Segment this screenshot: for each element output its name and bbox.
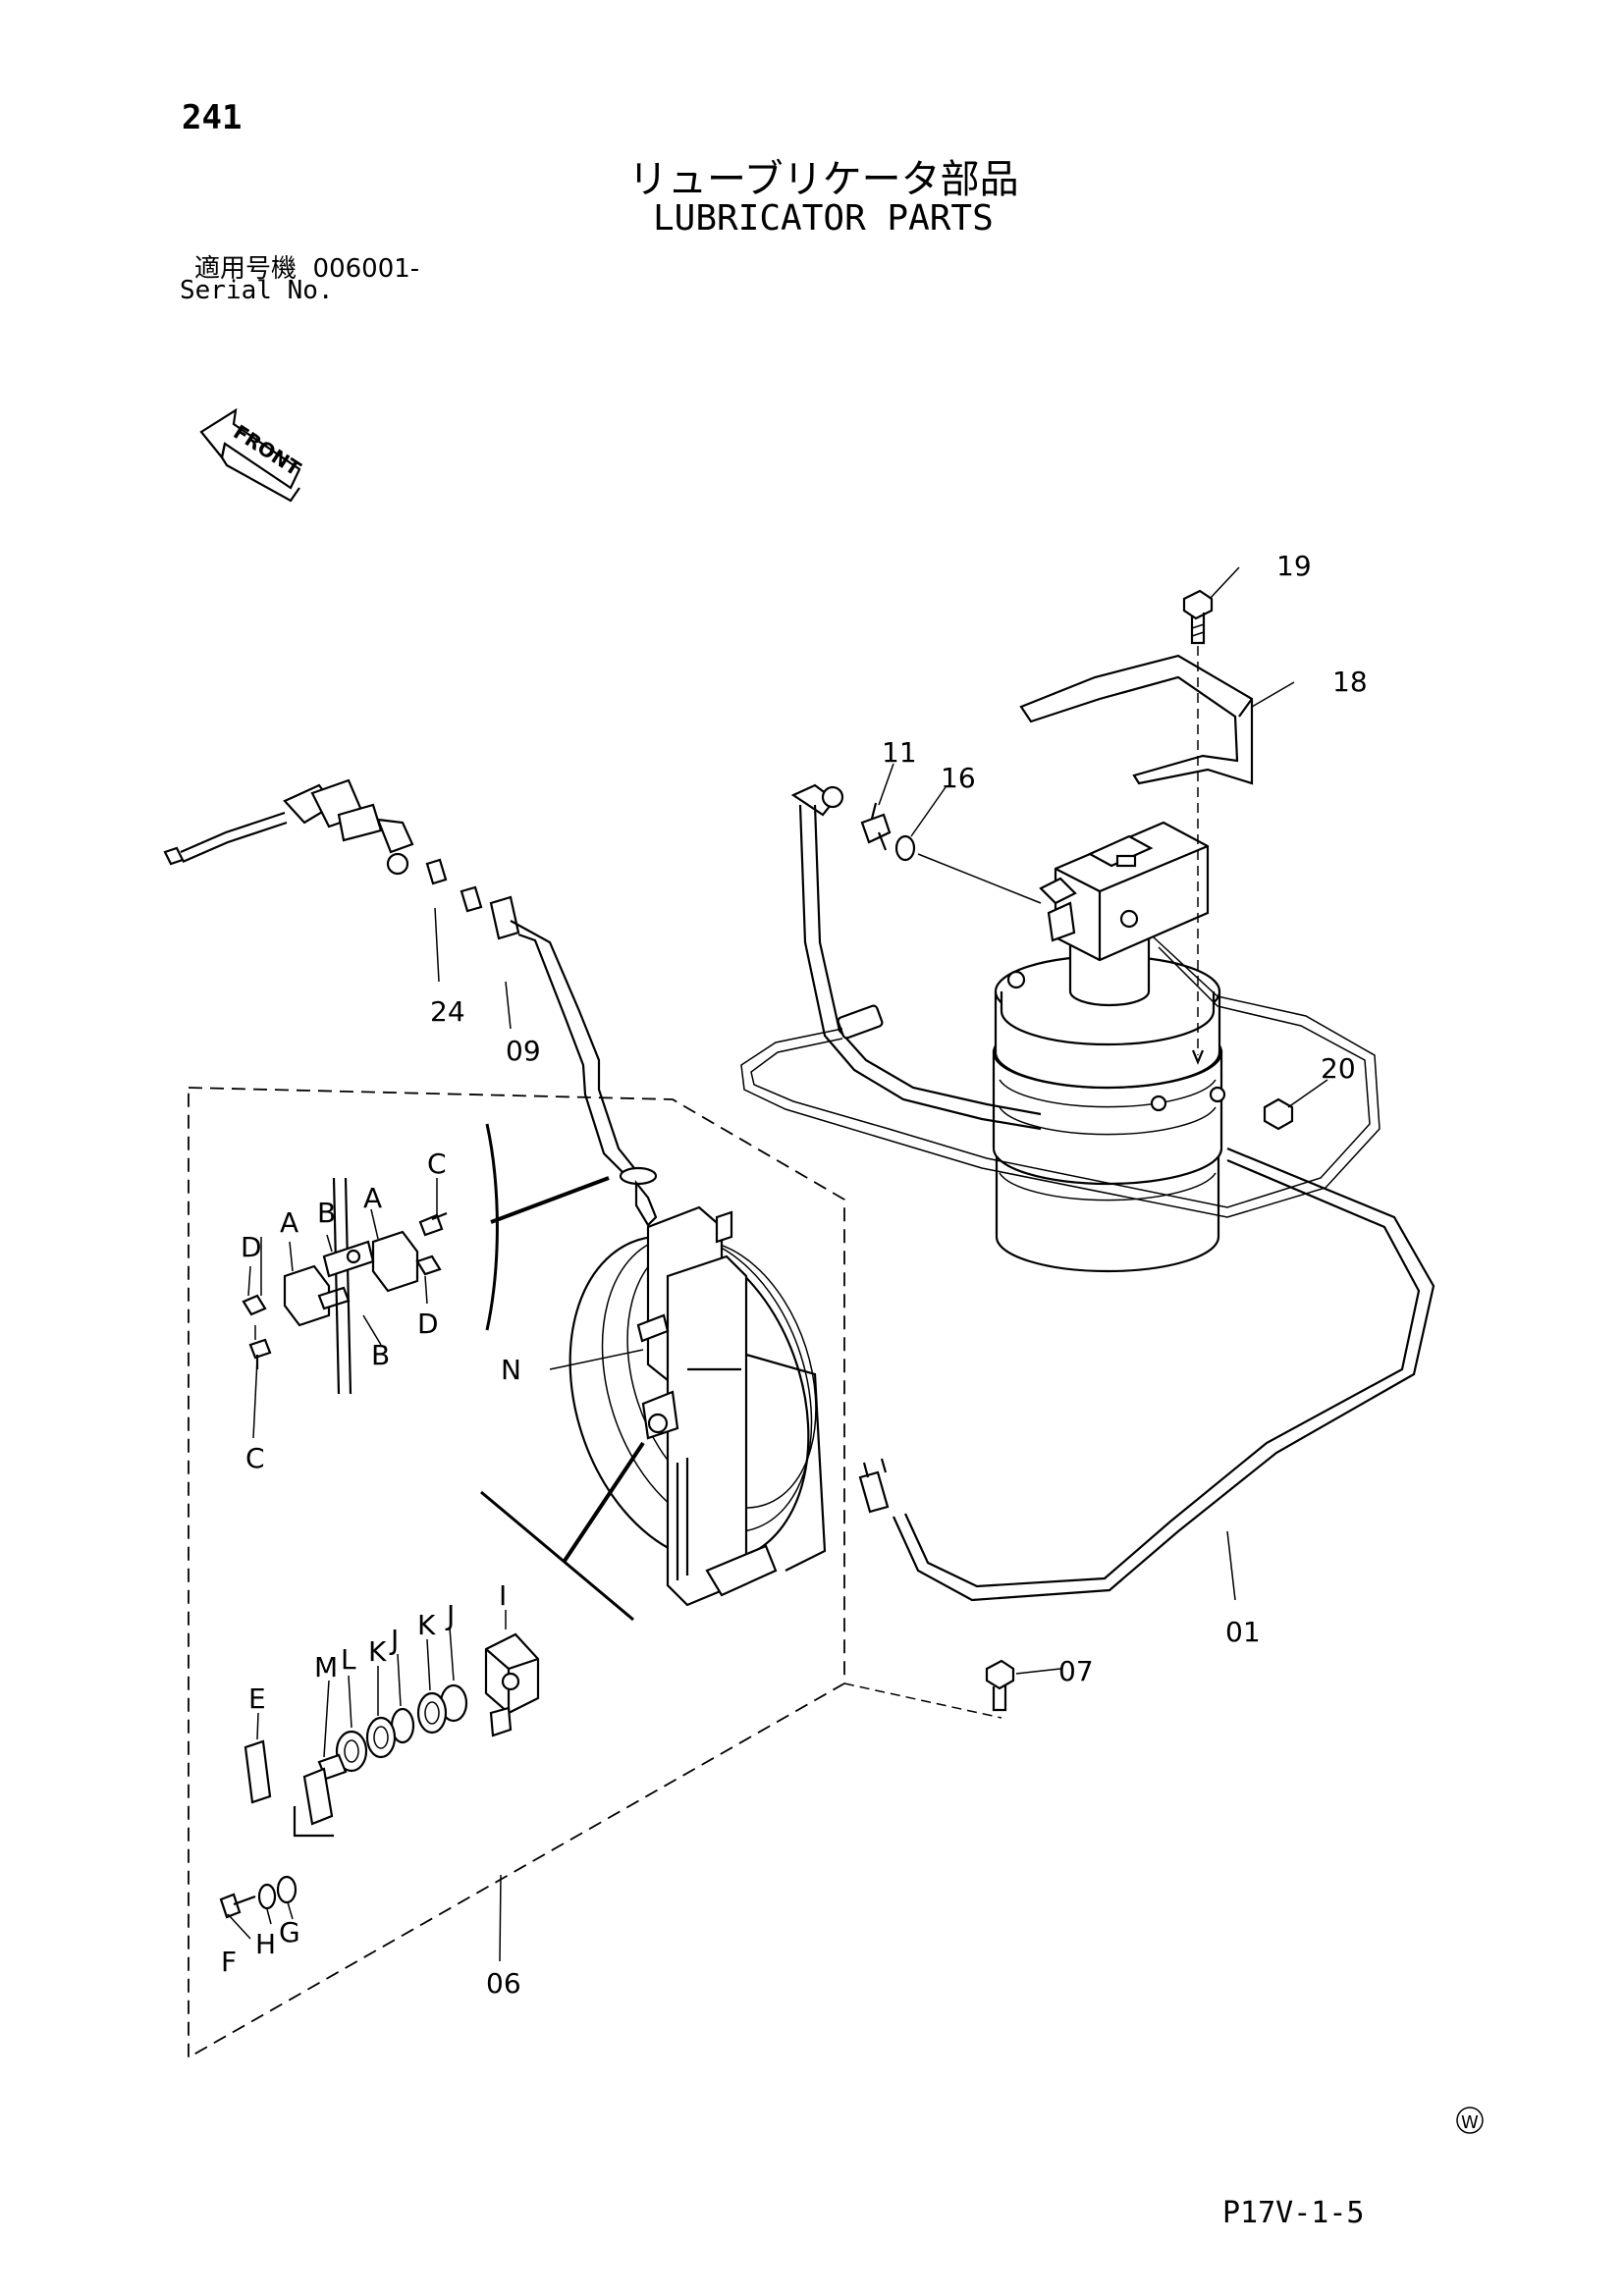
callout-09: 09	[506, 1035, 541, 1067]
callout-06: 06	[486, 1967, 521, 2000]
serial-label-english: Serial No.	[180, 276, 334, 305]
callout-D-1: D	[241, 1231, 262, 1263]
callout-A-2: A	[280, 1206, 298, 1239]
callout-J-2: J	[389, 1624, 399, 1656]
w-mark-icon: W	[1456, 2107, 1484, 2134]
hose-09	[163, 778, 658, 1227]
assembly-box-06	[188, 1087, 845, 2059]
hose-reel-assembly	[568, 1205, 827, 1607]
o-ring-16-icon	[894, 834, 916, 862]
nut-20-icon	[1263, 1097, 1294, 1131]
callout-M: M	[314, 1651, 338, 1683]
swivel-detail	[219, 1632, 540, 1919]
callout-D-2: D	[417, 1308, 439, 1340]
callout-K-1: K	[417, 1609, 436, 1641]
page-code: P17V-1-5	[1222, 2196, 1365, 2230]
callout-20: 20	[1321, 1052, 1356, 1085]
callout-K-2: K	[368, 1635, 387, 1668]
callout-J-1: J	[445, 1599, 455, 1631]
callout-B-2: B	[371, 1339, 390, 1371]
svg-text:W: W	[1461, 2112, 1479, 2133]
elbow-fitting-11	[790, 783, 892, 851]
callout-19: 19	[1276, 550, 1312, 582]
callout-11: 11	[882, 736, 917, 769]
callout-C-1: C	[427, 1148, 447, 1180]
callout-I: I	[499, 1579, 507, 1612]
lubricator-pump-tank	[992, 821, 1226, 1273]
page-number: 241	[182, 98, 243, 137]
serial-label-japanese: 適用号機	[194, 254, 298, 284]
callout-18: 18	[1332, 666, 1368, 698]
connector-icon	[837, 1004, 884, 1040]
serial-value: 006001-	[312, 254, 420, 284]
callout-B-1: B	[317, 1197, 336, 1229]
title-english: LUBRICATOR PARTS	[653, 198, 994, 239]
title-japanese: リューブリケータ部品	[628, 157, 1019, 202]
callout-01: 01	[1225, 1616, 1261, 1648]
callout-A-1: A	[363, 1182, 382, 1214]
bolt-19	[1182, 589, 1214, 645]
callout-F: F	[221, 1946, 237, 1978]
callout-N: N	[501, 1354, 521, 1386]
callout-H: H	[255, 1928, 276, 1960]
callout-24: 24	[430, 995, 465, 1028]
callout-E: E	[248, 1682, 266, 1715]
callout-16: 16	[941, 762, 976, 794]
callout-G: G	[279, 1916, 300, 1949]
clamp-detail	[242, 1177, 448, 1395]
bolt-07	[985, 1659, 1015, 1712]
callout-C-2: C	[245, 1442, 265, 1474]
bracket-18	[1019, 654, 1254, 785]
serial-number-line: 適用号機 006001-	[194, 248, 419, 285]
callout-07: 07	[1058, 1655, 1094, 1687]
callout-L: L	[341, 1643, 356, 1676]
front-arrow-icon: FRONT	[199, 407, 305, 503]
